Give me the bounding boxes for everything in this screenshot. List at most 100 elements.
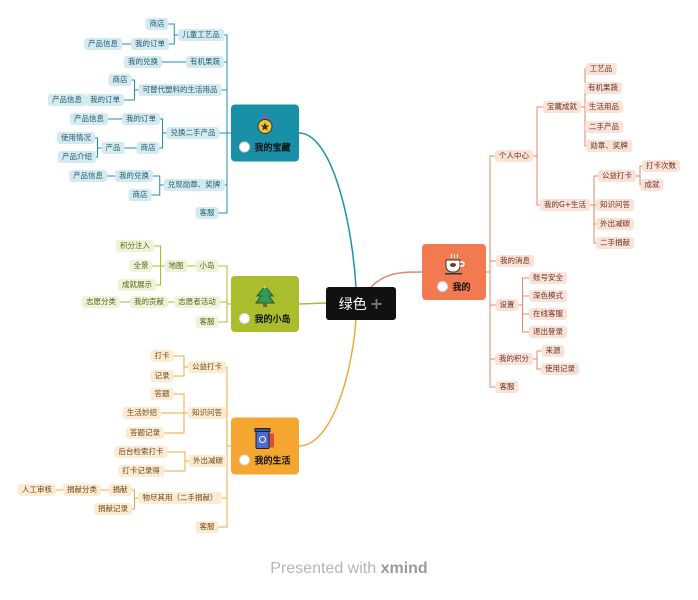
subtopic[interactable]: 宝藏成就: [543, 101, 581, 113]
subtopic[interactable]: 有机果蔬: [186, 56, 224, 68]
main-topic-label: 我的生活: [254, 456, 291, 467]
connector-line: [169, 34, 179, 45]
connector-line: [518, 295, 529, 306]
connector-line: [218, 445, 231, 528]
main-topic-4[interactable]: 我的: [422, 244, 486, 300]
subtopic[interactable]: 捐献: [108, 484, 132, 496]
subtopic[interactable]: 答题: [150, 388, 174, 400]
subtopic[interactable]: 我的订单: [131, 38, 169, 50]
subtopic[interactable]: 客服: [195, 316, 219, 328]
subtopic[interactable]: 知识问答: [596, 199, 634, 211]
subtopic[interactable]: 商店: [128, 189, 152, 201]
subtopic[interactable]: 客服: [495, 381, 519, 393]
subtopic[interactable]: 公益打卡: [188, 361, 226, 373]
tree-icon: [253, 284, 277, 308]
subtopic[interactable]: 我的订单: [86, 94, 124, 106]
connector-line: [151, 184, 164, 196]
subtopic[interactable]: 全景: [129, 260, 153, 272]
subtopic[interactable]: 客服: [195, 207, 219, 219]
subtopic[interactable]: 小岛: [195, 260, 219, 272]
subtopic[interactable]: 我的贡献: [130, 296, 168, 308]
subtopic[interactable]: 产品信息: [84, 38, 122, 50]
main-topic-3[interactable]: 我的生活: [231, 417, 299, 475]
subtopic[interactable]: 我的兑换: [115, 170, 153, 182]
subtopic[interactable]: 产品信息: [48, 94, 86, 106]
subtopic[interactable]: 捐献分类: [63, 484, 101, 496]
subtopic[interactable]: 工艺品: [585, 63, 617, 75]
subtopic[interactable]: 在线客服: [529, 308, 567, 320]
subtopic[interactable]: 有机果蔬: [584, 82, 622, 94]
connector-line: [218, 132, 231, 214]
subtopic[interactable]: 我的G+生活: [539, 199, 591, 211]
subtopic[interactable]: 我的积分: [495, 353, 533, 365]
subtopic[interactable]: 兑现勋章、奖牌: [163, 179, 225, 191]
subtopic[interactable]: 产品: [101, 142, 125, 154]
connector-line: [533, 358, 541, 370]
connector-line: [168, 23, 179, 36]
subtopic[interactable]: 捐献记录: [94, 503, 132, 515]
subtopic[interactable]: 积分注入: [116, 240, 154, 252]
subtopic[interactable]: 商店: [108, 74, 132, 86]
connector-line: [486, 260, 496, 273]
subtopic[interactable]: 生活妙招: [123, 407, 161, 419]
subtopic[interactable]: 生活用品: [585, 101, 623, 113]
subtopic[interactable]: 产品信息: [70, 113, 108, 125]
subtopic[interactable]: 个人中心: [495, 150, 533, 162]
subtopic[interactable]: 人工审核: [18, 484, 56, 496]
subtopic[interactable]: 可替代塑料的生活用品: [138, 84, 222, 96]
subtopic[interactable]: 退出登录: [529, 326, 567, 338]
main-topic-1[interactable]: 我的宝藏: [231, 104, 299, 162]
subtopic[interactable]: 来源: [541, 345, 565, 357]
connector-line: [518, 304, 529, 315]
central-topic[interactable]: 绿色 +: [326, 287, 396, 320]
main-topic-2[interactable]: 我的小岛: [231, 276, 299, 332]
subtopic[interactable]: 深色模式: [529, 290, 567, 302]
subtopic[interactable]: 成就: [640, 179, 664, 191]
marker-icon: [239, 141, 251, 153]
subtopic[interactable]: 打卡: [150, 350, 174, 362]
subtopic[interactable]: 记录: [150, 370, 174, 382]
connector-line: [221, 89, 231, 134]
subtopic[interactable]: 产品信息: [69, 170, 107, 182]
subtopic[interactable]: 客服: [195, 521, 219, 533]
subtopic[interactable]: 兑换二手产品: [166, 127, 220, 139]
connector-line: [167, 451, 189, 462]
subtopic[interactable]: 二手捐献: [596, 237, 634, 249]
main-topic-label: 我的小岛: [254, 314, 291, 325]
connector-line: [518, 277, 529, 306]
subtopic[interactable]: 二手产品: [585, 121, 623, 133]
subtopic[interactable]: 知识问答: [188, 407, 226, 419]
connector-line: [173, 393, 188, 414]
subtopic[interactable]: 产品介绍: [58, 151, 96, 163]
subtopic[interactable]: 设置: [495, 299, 519, 311]
subtopic[interactable]: 志愿者活动: [174, 296, 220, 308]
connector-line: [156, 265, 165, 286]
subtopic[interactable]: 账号安全: [529, 272, 567, 284]
subtopic[interactable]: 商店: [145, 18, 169, 30]
subtopic[interactable]: 我的订单: [122, 113, 160, 125]
connector-line: [533, 106, 543, 157]
subtopic[interactable]: 物尽其用（二手捐献）: [138, 492, 222, 504]
subtopic[interactable]: 公益打卡: [598, 170, 636, 182]
connector-line: [221, 445, 231, 499]
subtopic[interactable]: 志愿分类: [82, 296, 120, 308]
subtopic[interactable]: 后台检索打卡: [114, 446, 168, 458]
connector-line: [159, 132, 167, 149]
subtopic[interactable]: 成就展示: [118, 279, 156, 291]
subtopic[interactable]: 我的兑换: [124, 56, 162, 68]
subtopic[interactable]: 商店: [136, 142, 160, 154]
subtopic[interactable]: 儿童工艺品: [178, 29, 224, 41]
subtopic[interactable]: 外出减碳: [189, 455, 227, 467]
connector-line: [154, 245, 165, 267]
subtopic[interactable]: 打卡次数: [642, 160, 680, 172]
subtopic[interactable]: 地图: [164, 260, 188, 272]
subtopic[interactable]: 外出减碳: [596, 218, 634, 230]
central-topic-title: 绿色: [338, 296, 367, 313]
subtopic[interactable]: 我的消息: [496, 255, 534, 267]
subtopic[interactable]: 使用情况: [57, 132, 95, 144]
subtopic[interactable]: 打卡记录得: [118, 465, 164, 477]
subtopic[interactable]: 答题记录: [126, 427, 164, 439]
subtopic[interactable]: 勋章、奖牌: [586, 140, 632, 152]
subtopic[interactable]: 使用记录: [541, 363, 579, 375]
